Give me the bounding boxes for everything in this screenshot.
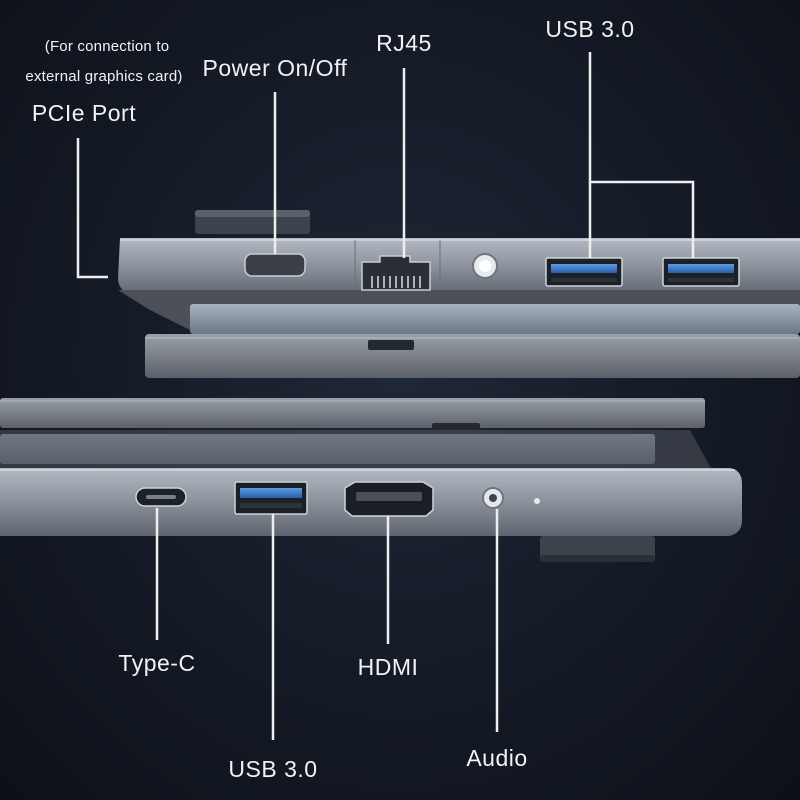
lid-top bbox=[145, 334, 800, 378]
pcie-note-line2: external graphics card) bbox=[25, 68, 183, 85]
pcie-note-line1: (For connection to bbox=[44, 38, 170, 55]
lid-bottom bbox=[0, 398, 705, 428]
leader-usb-top-2 bbox=[588, 52, 695, 258]
usb-port-top-1 bbox=[545, 257, 623, 287]
leader-pcie bbox=[76, 138, 108, 279]
usb-bottom-label: USB 3.0 bbox=[228, 756, 318, 782]
power-label: Power On/Off bbox=[202, 55, 348, 81]
usb-port-bottom bbox=[234, 481, 308, 515]
bottom-laptop bbox=[0, 398, 742, 562]
rj45-port bbox=[361, 255, 431, 291]
screen-edge-top bbox=[190, 304, 800, 334]
type-c-label: Type-C bbox=[118, 650, 196, 676]
usb-port-top-2 bbox=[662, 257, 740, 287]
leader-lines bbox=[76, 52, 695, 740]
dc-jack bbox=[472, 253, 498, 279]
audio-jack bbox=[482, 487, 504, 509]
top-laptop bbox=[118, 210, 800, 378]
status-led bbox=[534, 498, 540, 504]
base-side-top bbox=[118, 238, 800, 296]
usb-top-label: USB 3.0 bbox=[545, 16, 635, 42]
rj45-label: RJ45 bbox=[376, 30, 432, 56]
pcie-port-label: PCIe Port bbox=[31, 100, 137, 126]
hdmi-label: HDMI bbox=[357, 654, 419, 680]
hdmi-port bbox=[344, 481, 434, 517]
power-button bbox=[244, 253, 306, 277]
audio-label: Audio bbox=[466, 745, 528, 771]
